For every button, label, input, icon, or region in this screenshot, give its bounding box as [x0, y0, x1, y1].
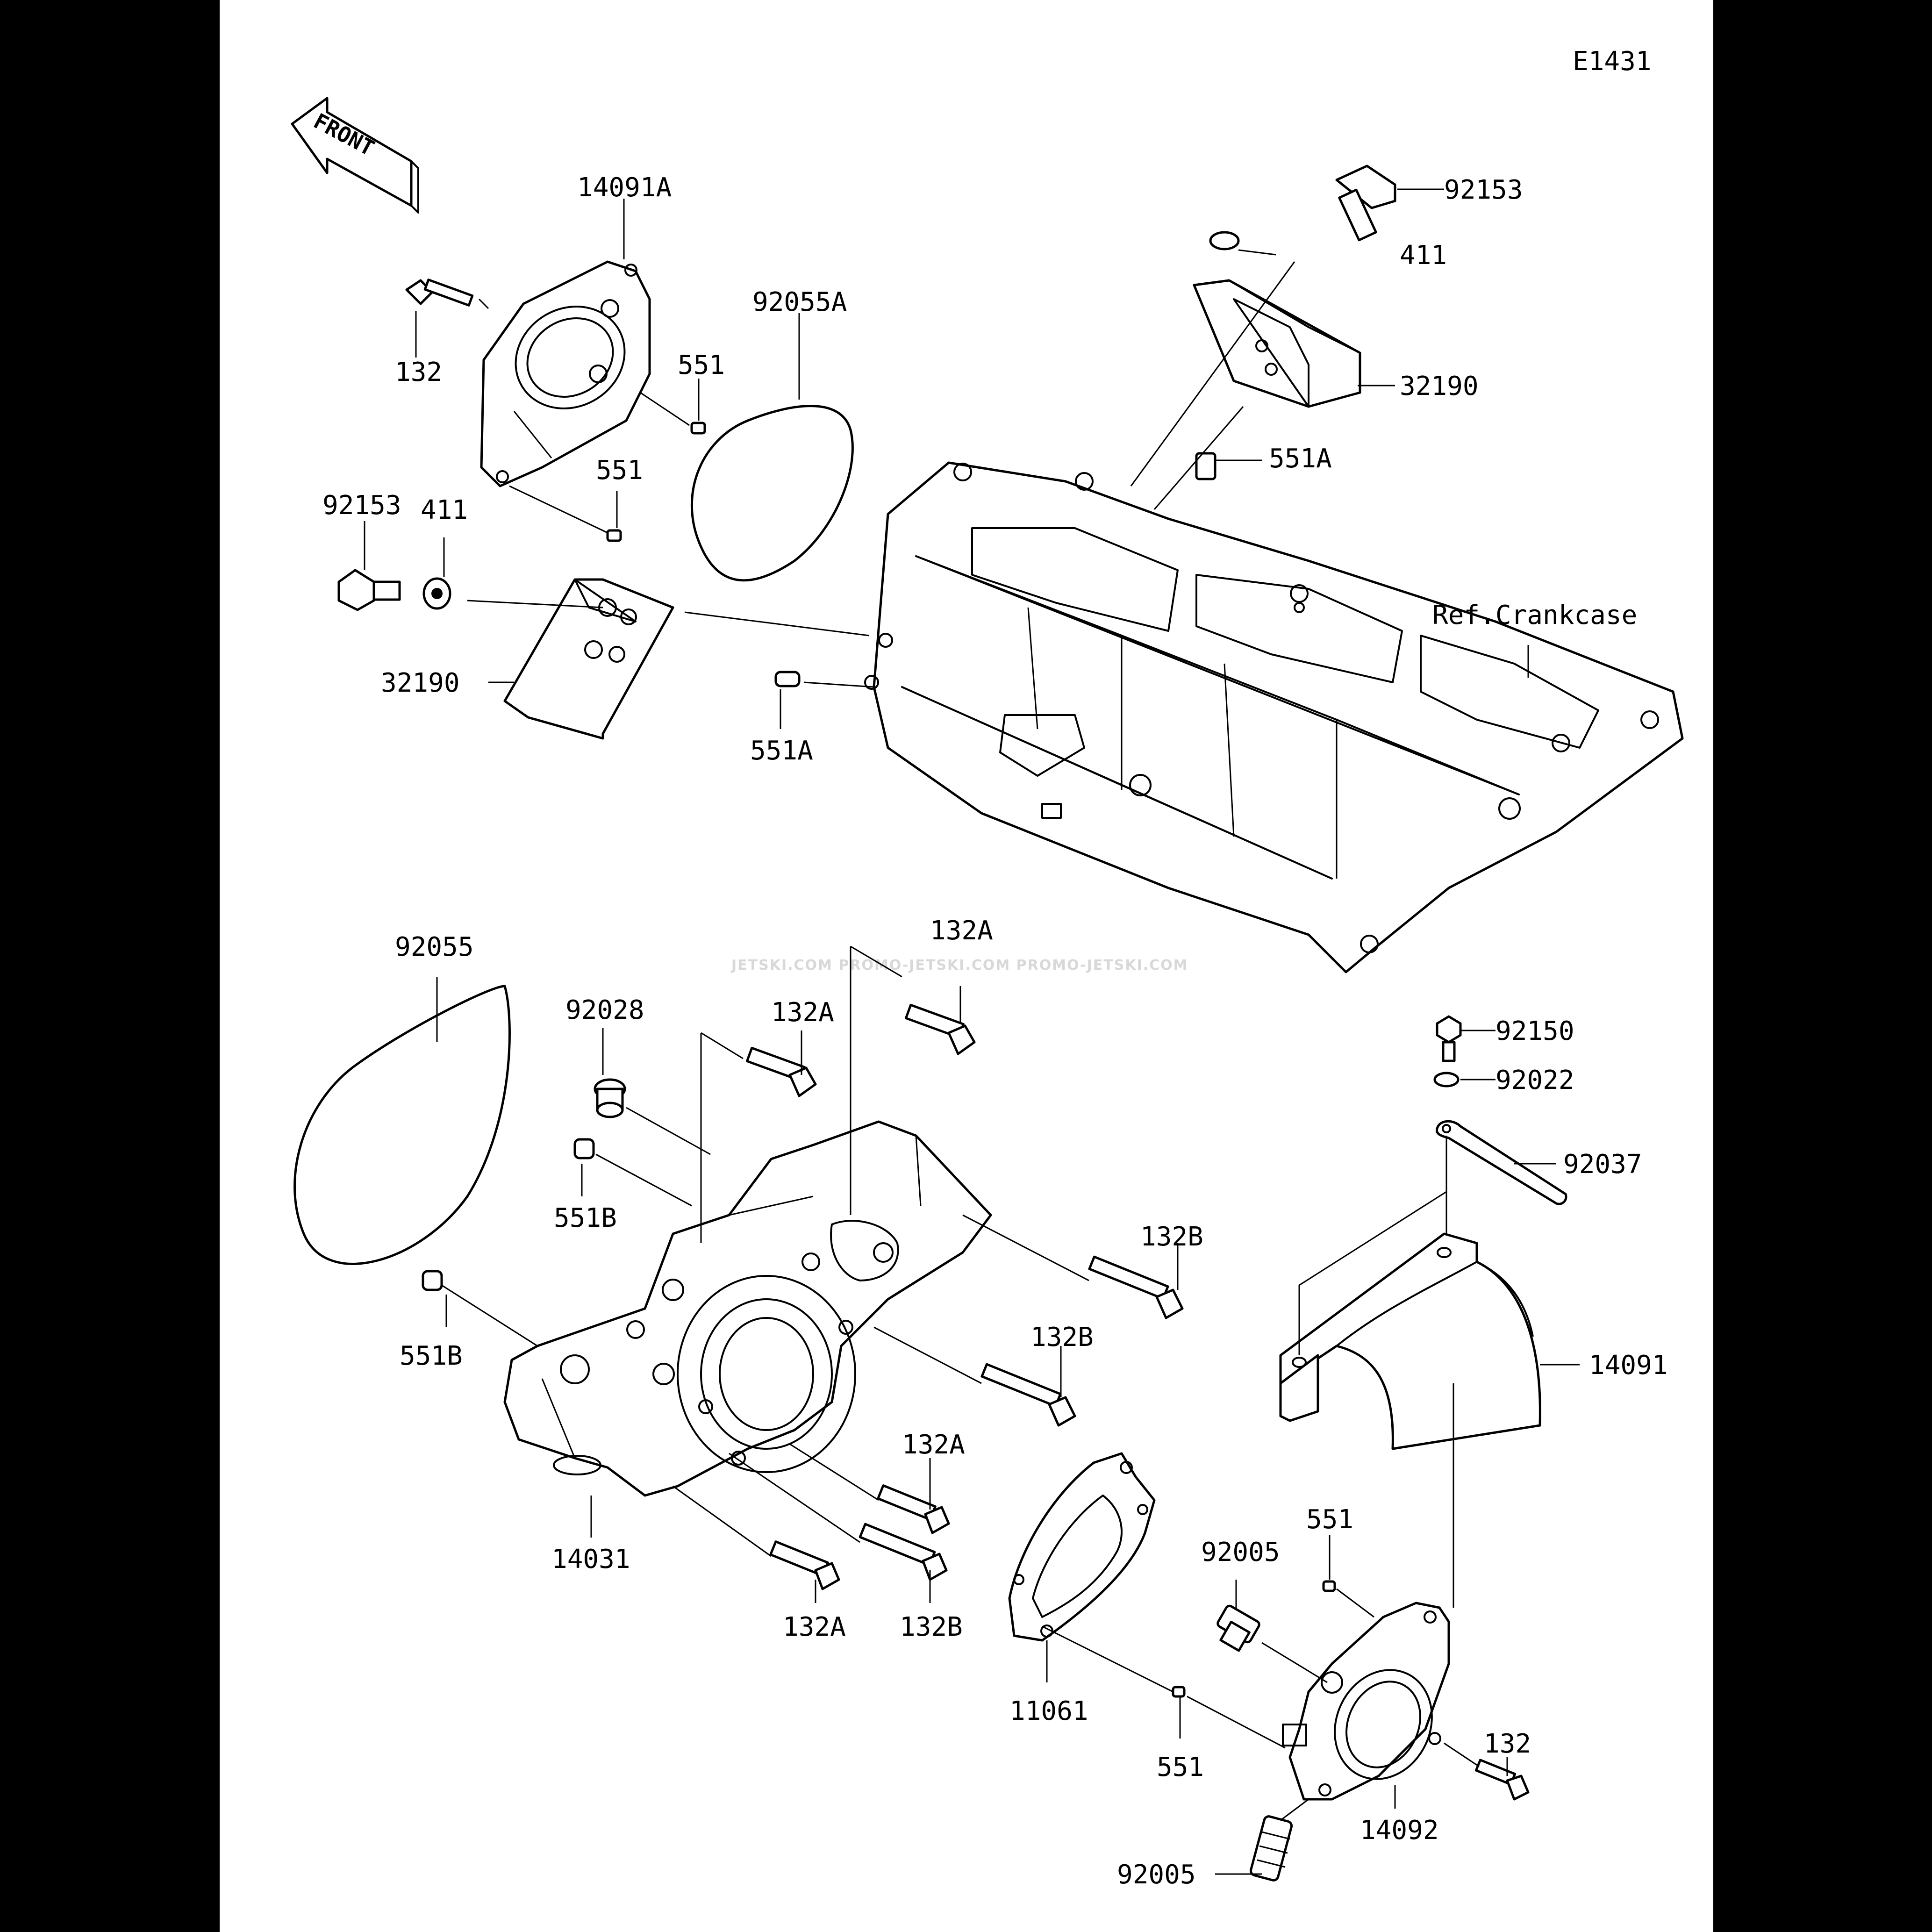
front-arrow-icon: FRONT — [291, 97, 419, 214]
bracket-32190-left — [503, 578, 674, 740]
bolt-92153-top — [1335, 165, 1396, 242]
label-132-left: 132 — [395, 357, 442, 387]
pin-551-b — [606, 529, 622, 542]
bolt-132B-b — [980, 1363, 1076, 1427]
label-551B-b: 551B — [400, 1341, 463, 1371]
cover-14091 — [1279, 1232, 1541, 1450]
bolt-132A-c — [877, 1484, 950, 1534]
bolt-92153-left — [337, 569, 401, 611]
label-551B-a: 551B — [554, 1203, 617, 1233]
label-132A-b: 132A — [930, 916, 993, 946]
label-92153-left: 92153 — [322, 490, 401, 521]
pin-551-c — [1172, 1686, 1186, 1698]
pin-551B-b — [422, 1270, 443, 1291]
bolt-132B-c — [859, 1523, 948, 1581]
label-411-left: 411 — [421, 495, 468, 525]
label-14091: 14091 — [1589, 1350, 1668, 1381]
bolt-132A-d — [769, 1540, 840, 1590]
label-32190-left: 32190 — [381, 668, 460, 698]
pin-551-a — [690, 422, 706, 435]
label-92055: 92055 — [395, 932, 474, 962]
crankcase-ref — [864, 461, 1684, 973]
label-411-top: 411 — [1400, 240, 1447, 271]
diagram-id: E1431 — [1573, 46, 1652, 77]
label-551-a: 551 — [678, 350, 725, 380]
bolt-132A-a — [745, 1046, 817, 1097]
label-92037: 92037 — [1563, 1149, 1642, 1180]
label-92055A: 92055A — [752, 287, 847, 317]
label-132B-c: 132B — [900, 1612, 963, 1642]
pin-551-d — [1322, 1580, 1336, 1592]
bolt-132A-b — [904, 1003, 976, 1055]
washer-411-top — [1209, 231, 1240, 250]
diagram-sheet — [220, 0, 1713, 1932]
bolt-132-left — [405, 279, 474, 307]
label-551-c: 551 — [1157, 1752, 1204, 1782]
ref-crankcase-label: Ref.Crankcase — [1432, 600, 1637, 630]
label-132B-b: 132B — [1030, 1322, 1094, 1352]
pin-551A-left — [774, 671, 801, 687]
cover-14091A — [480, 260, 651, 487]
bush-92028 — [594, 1078, 626, 1118]
watermark: JETSKI.COM PROMO-JETSKI.COM PROMO-JETSKI… — [730, 957, 1188, 973]
fitting-92005-a — [1216, 1604, 1260, 1652]
leader-lines — [364, 188, 1580, 1875]
gasket-11061 — [1008, 1452, 1156, 1642]
label-132A-a: 132A — [771, 997, 834, 1028]
pin-551B-a — [573, 1138, 595, 1159]
label-132A-c: 132A — [902, 1430, 965, 1460]
label-14091A: 14091A — [577, 172, 672, 203]
gasket-92055A — [690, 405, 854, 582]
label-132B-a: 132B — [1140, 1222, 1203, 1252]
label-11061: 11061 — [1009, 1696, 1088, 1726]
label-132-right: 132 — [1484, 1729, 1531, 1759]
label-92150: 92150 — [1496, 1016, 1574, 1046]
label-92005-a: 92005 — [1201, 1537, 1280, 1567]
label-14031: 14031 — [551, 1544, 630, 1574]
housing-14092 — [1282, 1602, 1450, 1801]
bracket-32190-top — [1193, 279, 1361, 408]
pin-551A-top — [1195, 452, 1216, 480]
label-132A-d: 132A — [783, 1612, 846, 1642]
case-14031 — [503, 1120, 992, 1497]
label-551A-left: 551A — [750, 736, 813, 766]
bolt-132B-a — [1088, 1255, 1184, 1319]
label-551A-top: 551A — [1269, 444, 1332, 474]
label-92005-b: 92005 — [1117, 1860, 1196, 1890]
fitting-92005-b — [1249, 1815, 1293, 1882]
label-92153-top: 92153 — [1444, 175, 1523, 205]
label-32190-top: 32190 — [1400, 371, 1479, 401]
label-92028: 92028 — [565, 995, 644, 1025]
label-14092: 14092 — [1360, 1815, 1439, 1846]
label-551-d: 551 — [1306, 1504, 1353, 1535]
strap-92037 — [1435, 1120, 1567, 1205]
gasket-92055 — [293, 985, 511, 1265]
bolt-132-right — [1474, 1759, 1530, 1801]
bolt-92150 — [1436, 1015, 1462, 1062]
label-551-b: 551 — [596, 455, 643, 486]
label-92022: 92022 — [1496, 1065, 1574, 1095]
washer-92022 — [1433, 1072, 1460, 1088]
